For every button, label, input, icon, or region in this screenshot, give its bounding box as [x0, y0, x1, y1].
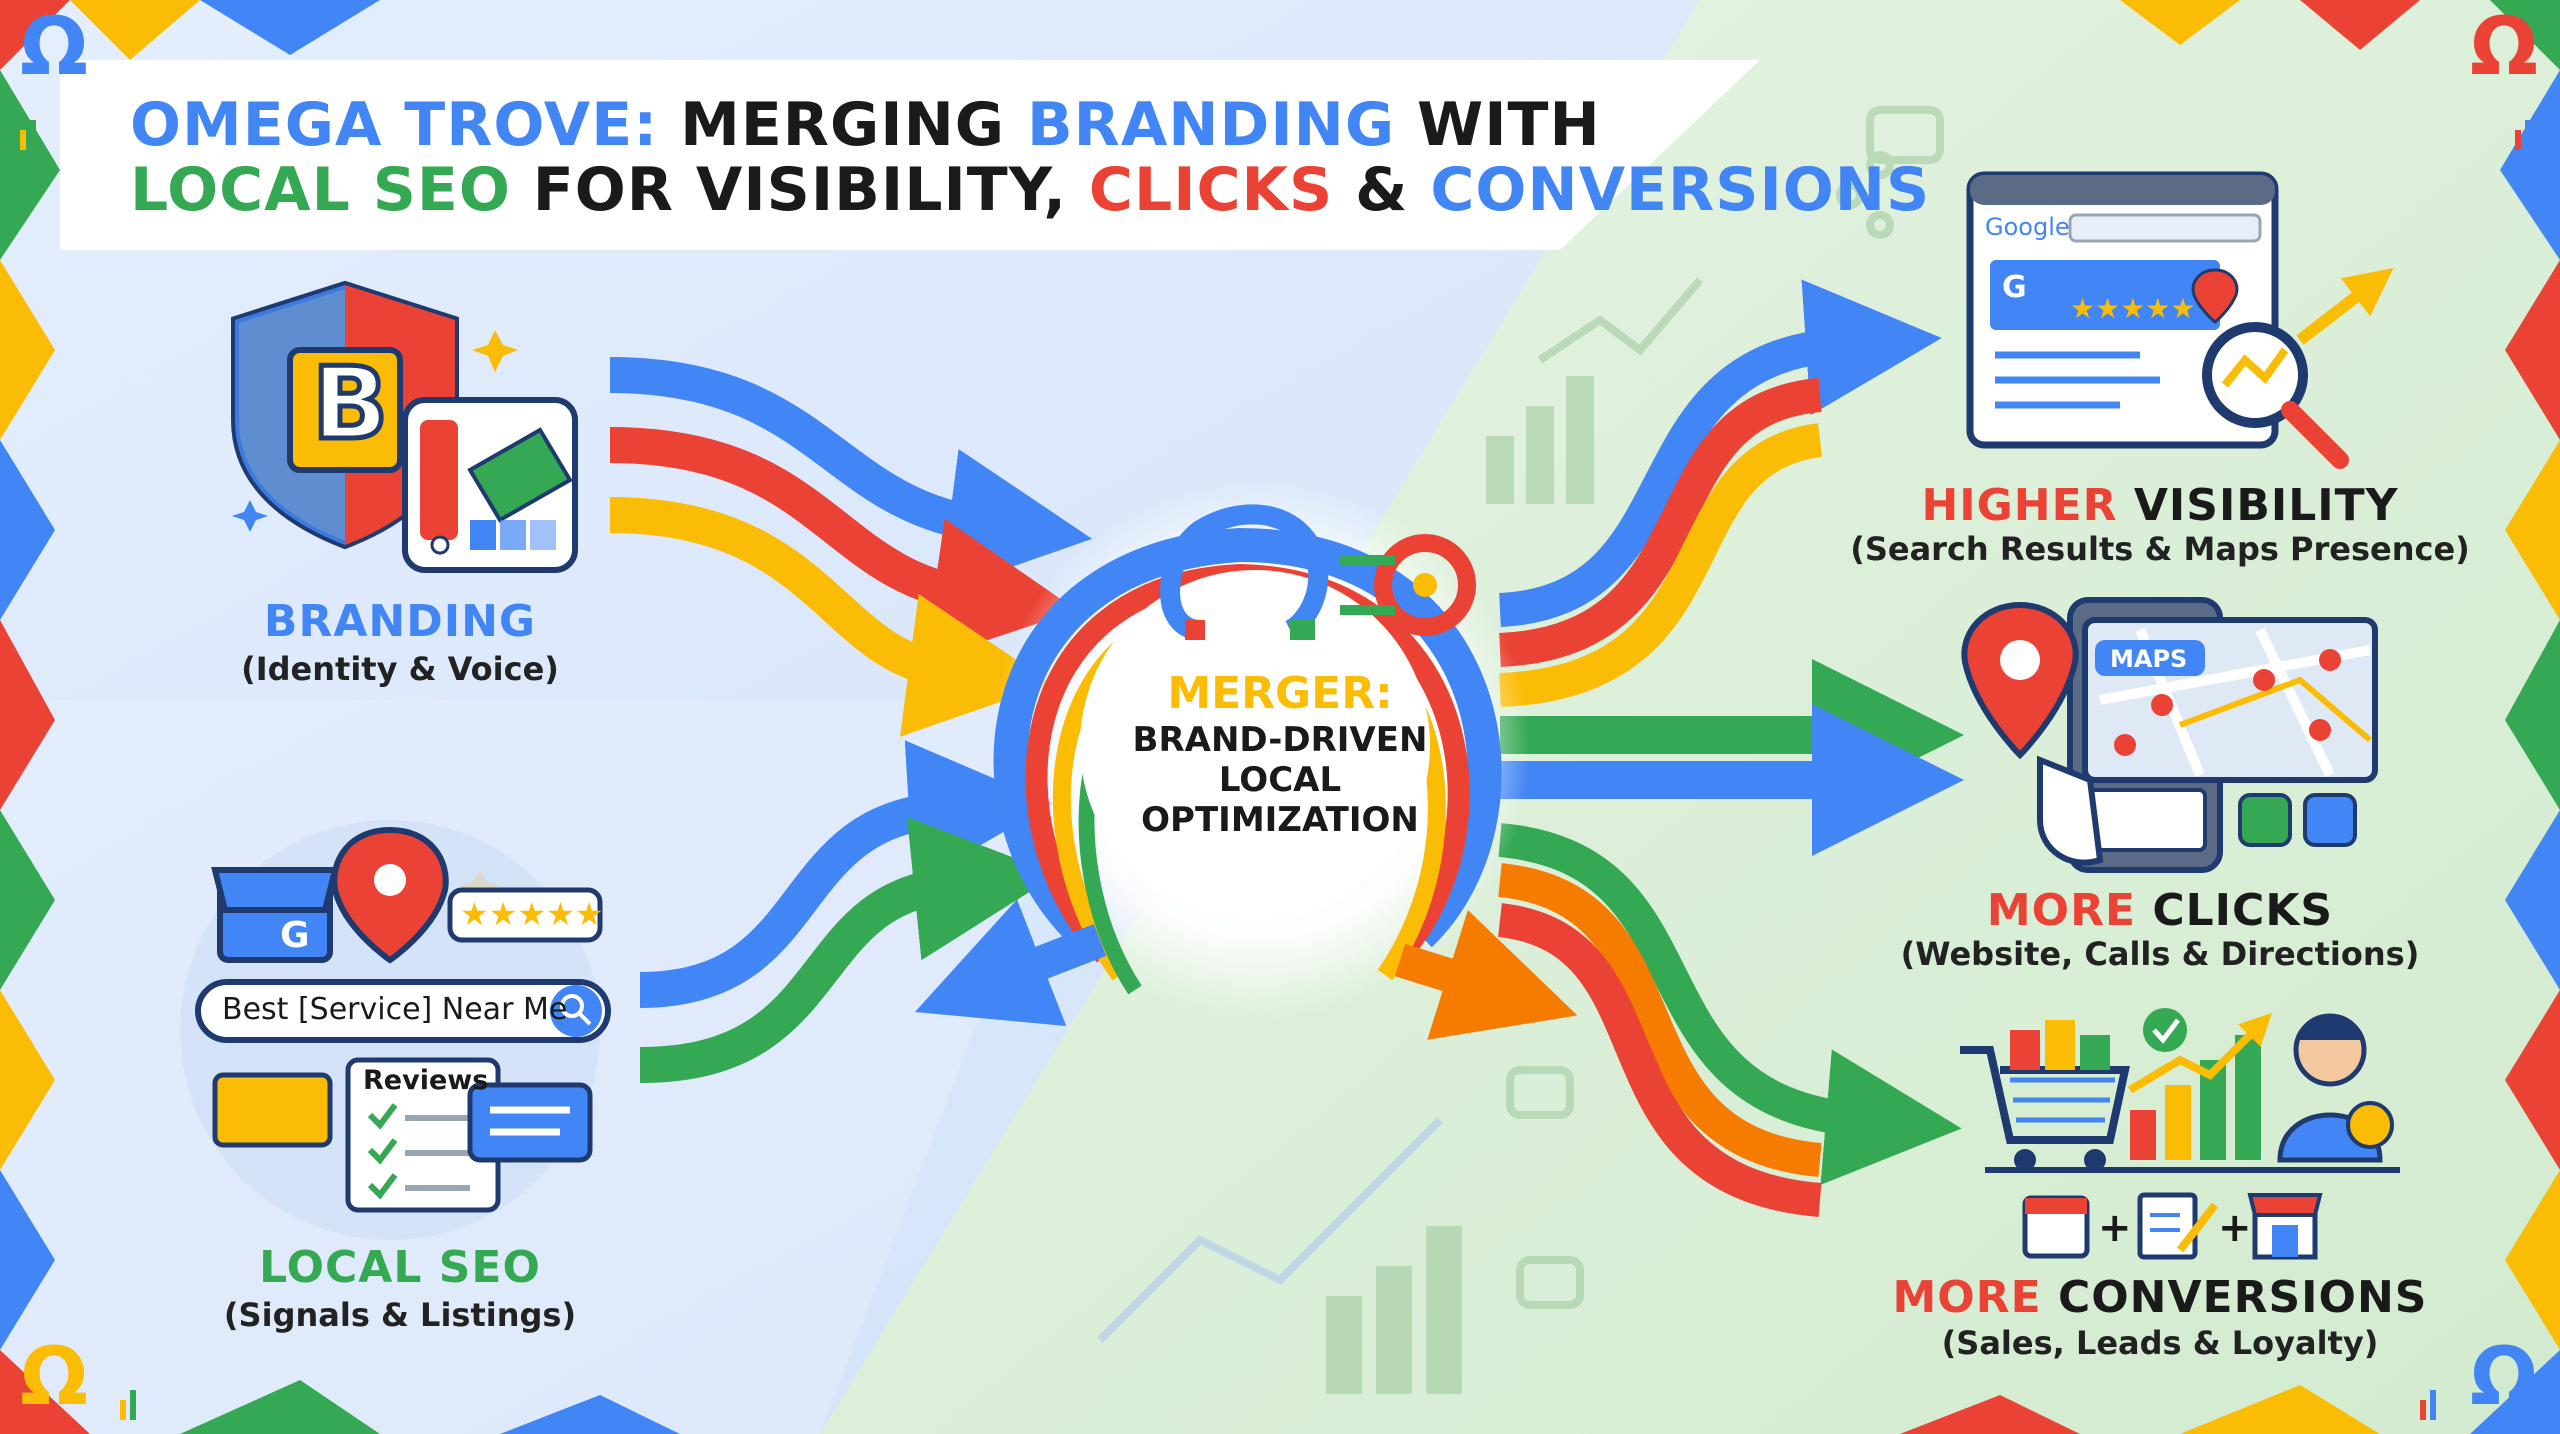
- merger-line-1: BRAND-DRIVEN: [1132, 720, 1428, 760]
- visibility-title-a: HIGHER: [1921, 480, 2118, 531]
- clicks-title-b: CLICKS: [2152, 885, 2334, 936]
- clicks-title-a: MORE: [1986, 885, 2137, 936]
- background-doodles: [1097, 106, 1944, 1394]
- corner-omega-bottom-left: Ω: [20, 1330, 89, 1423]
- branding-title: BRANDING: [263, 596, 537, 647]
- clicks-title: MORE CLICKS: [1880, 885, 2440, 936]
- shopping-cart-icon: [1960, 1020, 2130, 1171]
- local-seo-subtitle: (Signals & Listings): [223, 1296, 577, 1334]
- corner-doodles: [20, 120, 2531, 1420]
- calendar-icon: [2022, 1195, 2090, 1259]
- maps-label: MAPS: [2110, 645, 2188, 673]
- clicks-flow-arrows: [1500, 659, 1964, 856]
- conversions-title-a: MORE: [1892, 1272, 2042, 1323]
- page-title-line-2: LOCAL SEO FOR VISIBILITY, CLICKS & CONVE…: [130, 155, 1930, 225]
- local-seo-illustration: [180, 820, 611, 1240]
- result-card-stars: ★★★★★: [2070, 292, 2196, 325]
- growth-chart-icon: [1985, 1008, 2400, 1173]
- visibility-title: HIGHER VISIBILITY: [1880, 480, 2440, 531]
- corner-omega-bottom-right: Ω: [2470, 1330, 2539, 1423]
- local-seo-title: LOCAL SEO: [259, 1242, 541, 1293]
- conversions-title: MORE CONVERSIONS: [1850, 1272, 2470, 1323]
- title-band: [60, 60, 1760, 250]
- page-title-line-1: OMEGA TROVE: MERGING BRANDING WITH: [130, 90, 1601, 160]
- title-segment: FOR VISIBILITY,: [532, 155, 1089, 225]
- maps-phone-icon: [1961, 597, 2378, 873]
- plus-sign-1: +: [2098, 1205, 2132, 1251]
- branding-flow-arrows: [609, 357, 1093, 737]
- happy-customer-icon: [2277, 1013, 2394, 1163]
- clicks-subtitle: (Website, Calls & Directions): [1900, 935, 2420, 973]
- title-segment: MERGING: [680, 90, 1027, 160]
- search-query-text: Best [Service] Near Me: [222, 992, 568, 1027]
- storefront-icon: [2247, 1193, 2323, 1260]
- document-pen-icon: [2137, 1192, 2219, 1260]
- title-segment: &: [1355, 155, 1431, 225]
- visibility-flow-arrows: [1498, 279, 1942, 707]
- title-segment: BRANDING: [1026, 90, 1418, 160]
- brand-shield-letter: B: [309, 343, 390, 465]
- merger-omega: [914, 480, 1578, 1040]
- corner-omega-top-left: Ω: [20, 0, 89, 93]
- visibility-title-b: VISIBILITY: [2133, 480, 2399, 531]
- merger-line-2: LOCAL: [1218, 760, 1342, 800]
- reviews-label: Reviews: [363, 1065, 489, 1096]
- title-segment: CONVERSIONS: [1430, 155, 1931, 225]
- result-card-letter: G: [2002, 270, 2027, 305]
- title-segment: OMEGA TROVE:: [130, 90, 681, 160]
- title-segment: LOCAL SEO: [130, 155, 533, 225]
- title-segment: WITH: [1417, 90, 1601, 160]
- google-search-browser-icon: [1966, 171, 2394, 469]
- visibility-subtitle: (Search Results & Maps Presence): [1850, 530, 2470, 568]
- branding-subtitle: (Identity & Voice): [241, 650, 559, 688]
- brand-shield-icon: [231, 280, 459, 550]
- merger-line-3: OPTIMIZATION: [1141, 800, 1419, 840]
- local-seo-flow-arrows: [639, 740, 1058, 1083]
- conversions-subtitle: (Sales, Leads & Loyalty): [1941, 1324, 2379, 1362]
- browser-google-label: Google: [1985, 213, 2070, 241]
- corner-omega-top-right: Ω: [2470, 0, 2539, 93]
- plus-sign-2: +: [2218, 1205, 2252, 1251]
- color-palette-icon: [402, 397, 578, 573]
- title-segment: CLICKS: [1088, 155, 1356, 225]
- store-letter: G: [280, 915, 310, 956]
- merger-title: MERGER:: [1167, 668, 1393, 719]
- rating-stars: ★★★★★: [460, 895, 604, 933]
- conversions-title-b: CONVERSIONS: [2057, 1272, 2428, 1323]
